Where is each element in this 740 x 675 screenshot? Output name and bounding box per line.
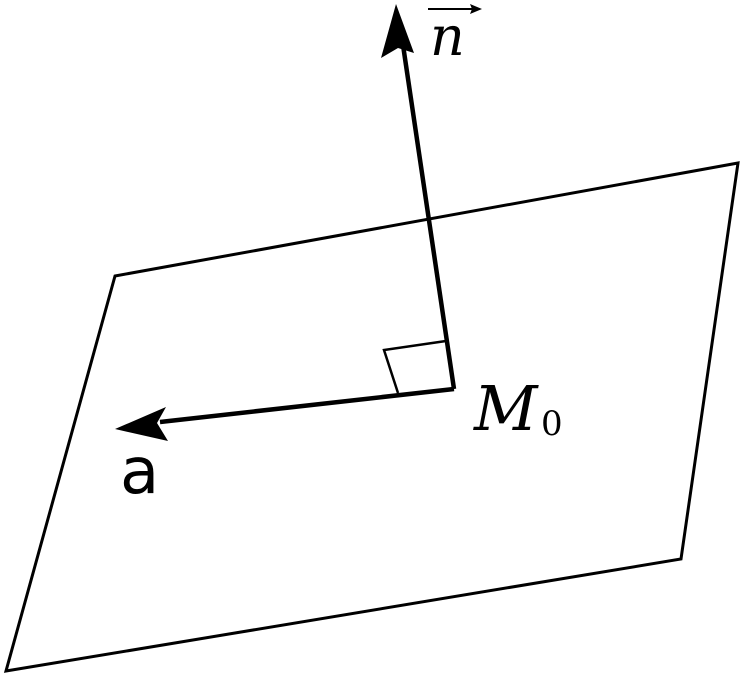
direction-vector-a — [115, 386, 455, 441]
label-m0: M 0 — [473, 372, 563, 445]
label-m0-subscript: 0 — [541, 404, 563, 444]
normal-vector-n — [381, 4, 457, 390]
label-n: n — [428, 4, 482, 68]
direction-vector-shaft — [159, 386, 455, 425]
label-n-text: n — [430, 5, 465, 68]
label-m0-letter: M — [473, 372, 539, 445]
right-angle-marker — [382, 339, 447, 394]
label-n-overarrow-head — [470, 4, 482, 14]
label-a: a — [120, 435, 159, 509]
direction-vector-arrowhead — [115, 407, 168, 441]
normal-vector-shaft — [400, 44, 457, 390]
normal-vector-arrowhead — [381, 4, 414, 58]
plane — [3, 161, 740, 673]
